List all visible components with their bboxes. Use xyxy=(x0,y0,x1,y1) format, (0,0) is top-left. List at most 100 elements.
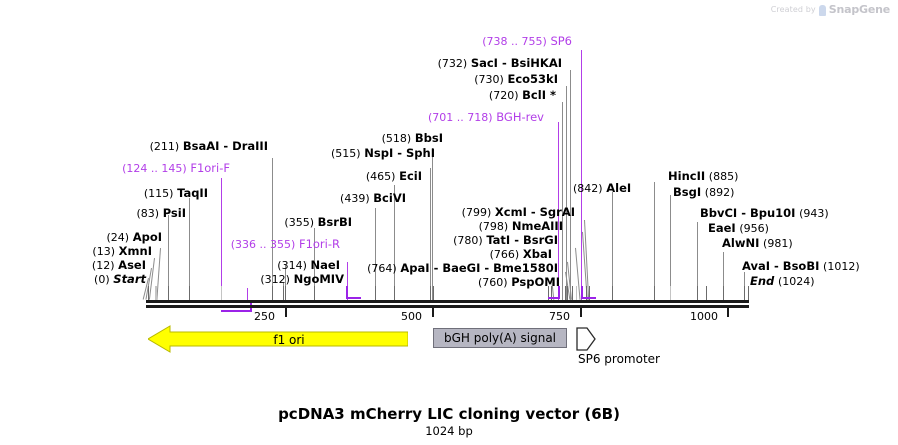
cut-site-tick xyxy=(706,286,707,300)
cut-site-tick xyxy=(748,286,749,300)
annotation-label[interactable]: HincII (885) xyxy=(668,170,738,183)
leader-line xyxy=(189,198,190,300)
annotation-label[interactable]: (764) ApaI - BaeGI - Bme1580I xyxy=(290,262,558,275)
cut-site-tick xyxy=(670,286,671,300)
cut-site-tick xyxy=(551,286,552,300)
leader-line-purple xyxy=(581,50,583,300)
annotation-name: AseI xyxy=(118,258,146,272)
annotation-label[interactable]: (515) NspI - SphI xyxy=(100,147,435,160)
leader-line xyxy=(697,222,698,300)
annotation-name: TaqII xyxy=(177,186,208,200)
annotation-position: (799) xyxy=(461,206,492,219)
annotation-name: NspI - SphI xyxy=(364,146,435,160)
annotation-label[interactable]: (760) PspOMI xyxy=(400,276,560,289)
annotation-name: NmeAIII xyxy=(511,219,563,233)
ruler-tick-label: 500 xyxy=(401,310,422,323)
feature-sp6-promoter[interactable] xyxy=(576,327,596,351)
annotation-position: (885) xyxy=(708,170,739,183)
annotation-name: AvaI - BsoBI xyxy=(742,259,820,273)
annotation-label[interactable]: (312) NgoMIV xyxy=(100,273,344,286)
ruler-tick-label: 750 xyxy=(549,310,570,323)
annotation-label[interactable]: (766) XbaI xyxy=(400,248,552,261)
annotation-position: (124 .. 145) xyxy=(122,162,187,175)
annotation-label[interactable]: (124 .. 145) F1ori-F xyxy=(0,162,230,175)
ruler-tick-250 xyxy=(285,308,287,317)
backbone-line-top xyxy=(146,300,749,303)
feature-f1-ori-label: f1 ori xyxy=(273,333,305,347)
annotation-label[interactable]: (780) TatI - BsrGI xyxy=(400,234,558,247)
sp6-promoter-arrow-shape xyxy=(576,327,596,351)
cut-site-tick xyxy=(612,286,613,300)
leader-line xyxy=(375,208,376,300)
annotation-label[interactable]: (83) PsiI xyxy=(0,207,186,220)
annotation-label[interactable]: AlwNI (981) xyxy=(722,237,793,250)
annotation-name: ApaI - BaeGI - Bme1580I xyxy=(400,261,558,275)
annotation-label[interactable]: (115) TaqII xyxy=(0,187,208,200)
annotation-name: PsiI xyxy=(162,206,186,220)
cut-site-tick xyxy=(567,286,568,300)
watermark-brand: SnapGene xyxy=(828,3,890,16)
annotation-name: TatI - BsrGI xyxy=(486,233,558,247)
annotation-position: (766) xyxy=(489,248,520,261)
annotation-name: AleI xyxy=(606,181,632,195)
page-subtitle: 1024 bp xyxy=(425,424,473,438)
annotation-label[interactable]: (842) AleI xyxy=(573,182,631,195)
snapgene-watermark: Created by SnapGene xyxy=(771,3,890,16)
annotation-label[interactable]: (720) BclI * xyxy=(300,89,556,102)
leader-line xyxy=(654,182,655,300)
annotation-label[interactable]: (730) Eco53kI xyxy=(300,73,558,86)
annotation-position: (439) xyxy=(340,192,370,205)
annotation-label[interactable]: AvaI - BsoBI (1012) xyxy=(742,260,860,273)
feature-bgh-polya-signal[interactable]: bGH poly(A) signal xyxy=(433,328,567,348)
feature-f1-ori[interactable]: f1 ori xyxy=(148,324,408,354)
annotation-label[interactable]: (738 .. 755) SP6 xyxy=(300,35,572,48)
annotation-position: (518) xyxy=(381,132,412,145)
cut-site-tick xyxy=(697,286,698,300)
cut-site-tick xyxy=(285,286,286,300)
annotation-label[interactable]: (12) AseI xyxy=(0,259,146,272)
annotation-label[interactable]: (0) Start xyxy=(0,273,146,286)
cut-site-tick xyxy=(723,286,724,300)
cut-site-tick xyxy=(155,286,157,300)
feature-bgh-polya-label: bGH poly(A) signal xyxy=(443,331,557,345)
annotation-name: EciI xyxy=(399,169,422,183)
leader-line xyxy=(723,252,724,300)
annotation-name: F1ori-F xyxy=(190,161,230,175)
backbone-line-bottom xyxy=(146,305,749,308)
ruler-tick-1000 xyxy=(727,308,729,317)
leader-line xyxy=(562,102,563,300)
annotation-label[interactable]: (465) EciI xyxy=(100,170,422,183)
annotation-label[interactable]: BsgI (892) xyxy=(673,186,734,199)
annotation-label[interactable]: (732) SacI - BsiHKAI xyxy=(300,57,562,70)
annotation-position: (312) xyxy=(260,273,290,286)
annotation-label[interactable]: (13) XmnI xyxy=(0,245,152,258)
cut-site-tick xyxy=(314,286,315,300)
cut-site-tick xyxy=(148,286,149,300)
annotation-position: (738 .. 755) xyxy=(482,35,547,48)
annotation-name: BclI * xyxy=(522,88,556,102)
feature-sp6-promoter-label: SP6 promoter xyxy=(578,352,660,366)
annotation-label[interactable]: (798) NmeAIII xyxy=(400,220,563,233)
annotation-position: (732) xyxy=(437,57,468,70)
annotation-name: Start xyxy=(113,272,146,286)
annotation-label[interactable]: BbvCI - Bpu10I (943) xyxy=(700,207,829,220)
annotation-label[interactable]: (336 .. 355) F1ori-R xyxy=(100,238,340,251)
annotation-label[interactable]: (355) BsrBI xyxy=(100,216,352,229)
annotation-label[interactable]: EaeI (956) xyxy=(708,222,769,235)
annotation-name: BbvCI - Bpu10I xyxy=(700,206,796,220)
annotation-position: (892) xyxy=(704,186,735,199)
annotation-label[interactable]: (439) BciVI xyxy=(100,192,406,205)
annotation-label[interactable]: (211) BsaAI - DraIII xyxy=(0,140,268,153)
feature-bracket-bgh-rev xyxy=(548,286,562,300)
annotation-label[interactable]: (24) ApoI xyxy=(0,231,162,244)
annotation-name: Eco53kI xyxy=(507,72,558,86)
annotation-label[interactable]: (314) NaeI xyxy=(100,259,340,272)
annotation-label[interactable]: End (1024) xyxy=(750,275,815,288)
annotation-label[interactable]: (518) BbsI xyxy=(100,132,443,145)
annotation-label[interactable]: (701 .. 718) BGH-rev xyxy=(300,111,544,124)
leader-line xyxy=(285,265,286,300)
cut-site-tick xyxy=(565,286,566,300)
annotation-label[interactable]: (799) XcmI - SgrAI xyxy=(400,206,575,219)
leader-line xyxy=(430,168,431,300)
